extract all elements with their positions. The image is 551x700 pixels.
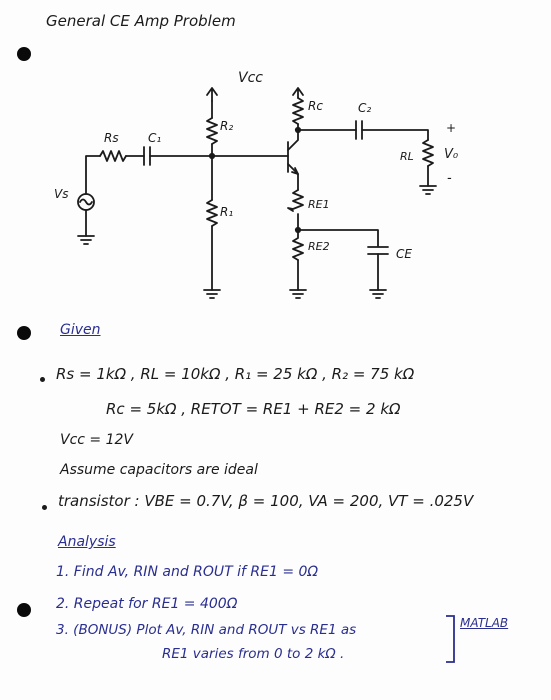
given-line-transistor: transistor : VBE = 0.7V, β = 100, VA = 2… bbox=[58, 492, 474, 510]
given-line-capacitors: Assume capacitors are ideal bbox=[60, 462, 258, 478]
binder-hole-top bbox=[17, 47, 31, 61]
ce-label: CE bbox=[396, 247, 412, 261]
r1-label: R₁ bbox=[220, 205, 233, 219]
matlab-bracket bbox=[446, 615, 455, 663]
r1-ground bbox=[203, 289, 221, 299]
c1-label: C₁ bbox=[148, 131, 161, 145]
rs-label: Rs bbox=[104, 131, 119, 145]
rs-resistor bbox=[99, 150, 127, 162]
rl-resistor bbox=[422, 139, 434, 167]
vcc-arrow-rc bbox=[292, 87, 304, 99]
rc-resistor bbox=[292, 97, 304, 125]
rc-label: Rc bbox=[308, 99, 323, 113]
ce-capacitor bbox=[367, 246, 389, 255]
vcc-arrow-r2 bbox=[206, 87, 218, 102]
bullet-transistor bbox=[42, 505, 47, 510]
transistor-emitter bbox=[287, 163, 299, 191]
vo-plus-label: + bbox=[446, 121, 456, 135]
analysis-item-3: 3. (BONUS) Plot Av, RIN and ROUT vs RE1 … bbox=[56, 622, 357, 638]
re2-resistor bbox=[292, 229, 304, 261]
given-line-rc-re: Rc = 5kΩ , RETOT = RE1 + RE2 = 2 kΩ bbox=[106, 400, 401, 418]
source-ground bbox=[77, 235, 95, 245]
re2-ground bbox=[289, 289, 307, 299]
r2-resistor bbox=[206, 117, 218, 145]
re1-resistor bbox=[287, 189, 304, 212]
c2-label: C₂ bbox=[358, 101, 371, 115]
r1-resistor bbox=[206, 199, 218, 227]
page-title: General CE Amp Problem bbox=[46, 12, 236, 30]
given-line-resistors: Rs = 1kΩ , RL = 10kΩ , R₁ = 25 kΩ , R₂ =… bbox=[56, 365, 415, 383]
r2-label: R₂ bbox=[220, 119, 233, 133]
analysis-item-3-continued: RE1 varies from 0 to 2 kΩ . bbox=[162, 646, 345, 662]
re2-label: RE2 bbox=[308, 240, 330, 253]
analysis-heading: Analysis bbox=[58, 534, 116, 550]
analysis-item-1: 1. Find Av, RIN and ROUT if RE1 = 0Ω bbox=[56, 564, 319, 580]
vo-minus-label: - bbox=[447, 171, 452, 186]
bullet-given-values bbox=[40, 377, 45, 382]
re1-label: RE1 bbox=[308, 198, 330, 211]
given-heading: Given bbox=[60, 322, 101, 338]
ce-ground bbox=[369, 289, 387, 299]
rl-ground bbox=[419, 185, 437, 195]
vo-label: V₀ bbox=[444, 147, 459, 162]
binder-hole-bottom bbox=[17, 603, 31, 617]
binder-hole-middle bbox=[17, 326, 31, 340]
vcc-label: Vcc bbox=[238, 70, 263, 86]
given-line-vcc: Vcc = 12V bbox=[60, 432, 133, 448]
vs-label: Vs bbox=[54, 187, 68, 201]
ce-amplifier-schematic: Vcc Rs C₁ R₂ R₁ Rc C₂ RL + V₀ - Vs RE1 R… bbox=[54, 70, 459, 299]
source-wire bbox=[85, 155, 101, 195]
rl-label: RL bbox=[400, 150, 414, 163]
matlab-note: MATLAB bbox=[460, 616, 509, 630]
analysis-item-2: 2. Repeat for RE1 = 400Ω bbox=[56, 596, 238, 612]
